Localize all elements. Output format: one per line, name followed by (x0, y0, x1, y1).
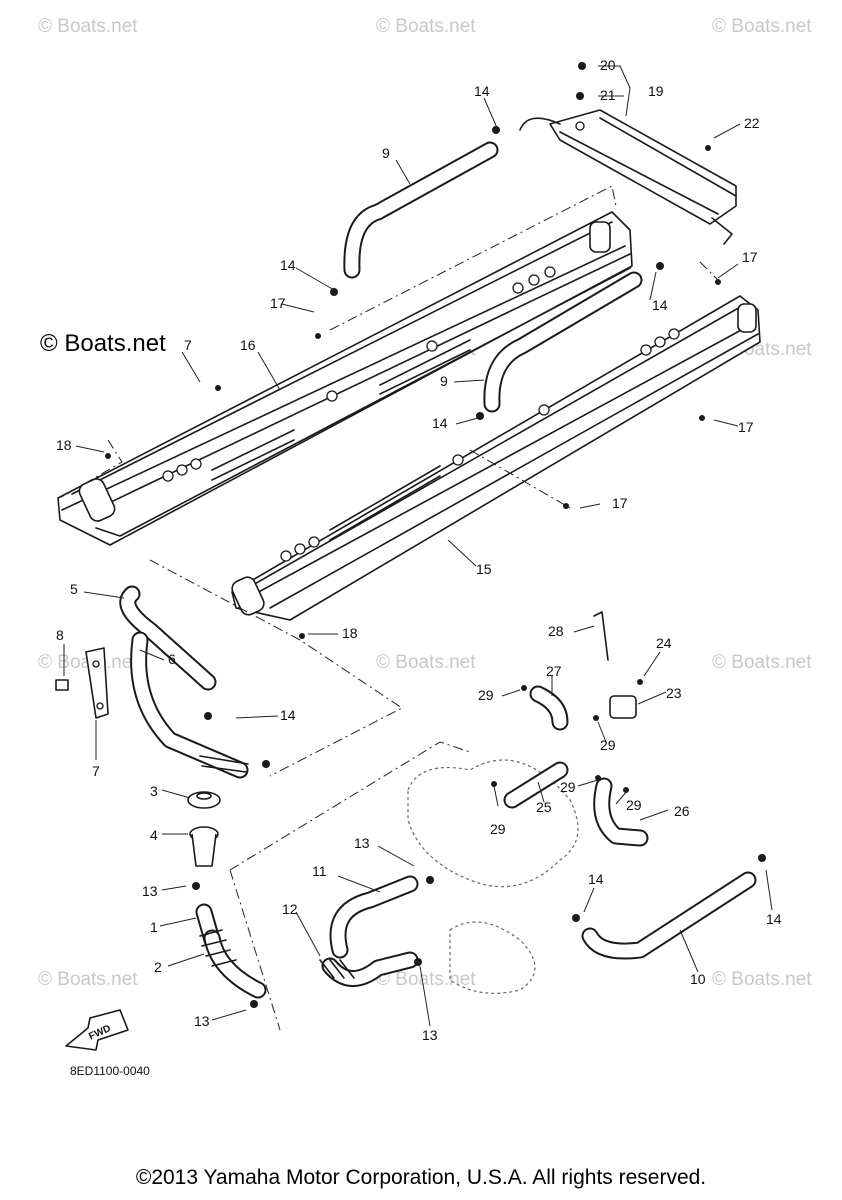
watermark: © Boats.net (712, 652, 812, 673)
engine-outline (407, 759, 579, 994)
callout-17: 17 (612, 495, 628, 511)
callout-14: 14 (652, 297, 668, 313)
callout-27: 27 (546, 663, 562, 679)
callout-23: 23 (666, 685, 682, 701)
hose-9-upper (343, 141, 499, 279)
callout-22: 22 (744, 115, 760, 131)
watermark: © Boats.net (38, 969, 138, 990)
hose-26 (593, 777, 649, 847)
callout-13: 13 (422, 1027, 438, 1043)
watermark-prominent: © Boats.net (40, 330, 166, 357)
callout-14: 14 (280, 707, 296, 723)
fastener-marks (105, 62, 766, 1008)
callout-9: 9 (440, 373, 448, 389)
callout-14: 14 (432, 415, 448, 431)
hose-27 (529, 685, 569, 731)
watermark: © Boats.net (712, 16, 812, 37)
hose-12 (319, 951, 419, 987)
callout-14: 14 (766, 911, 782, 927)
callout-13: 13 (142, 883, 158, 899)
callout-13: 13 (354, 835, 370, 851)
callout-15: 15 (476, 561, 492, 577)
callout-17: 17 (742, 249, 758, 265)
callout-25: 25 (536, 799, 552, 815)
fwd-arrow-icon: FWD (65, 1009, 129, 1051)
watermark: © Boats.net (38, 16, 138, 37)
callout-9: 9 (382, 145, 390, 161)
callout-2: 2 (154, 959, 162, 975)
callouts: 9 14 20 21 19 22 14 17 17 14 7 16 9 14 1… (56, 57, 782, 1043)
callout-11: 11 (312, 863, 327, 879)
heat-exchanger-15 (231, 295, 761, 621)
callout-20: 20 (600, 57, 616, 73)
hose-11 (329, 875, 419, 959)
callout-29: 29 (626, 797, 642, 813)
callout-29: 29 (600, 737, 616, 753)
bracket-7 (55, 647, 109, 719)
callout-8: 8 (56, 627, 64, 643)
callout-17: 17 (738, 419, 754, 435)
callout-14: 14 (474, 83, 490, 99)
callout-10: 10 (690, 971, 706, 987)
hose-6 (130, 631, 249, 779)
callout-12: 12 (282, 901, 298, 917)
callout-1: 1 (150, 919, 158, 935)
callout-29: 29 (490, 821, 506, 837)
assembly-lines (59, 185, 721, 1031)
hose-9-lower (483, 271, 643, 413)
callout-29: 29 (560, 779, 576, 795)
heat-exchanger-16 (57, 211, 633, 546)
callout-14: 14 (588, 871, 604, 887)
cooler-19 (519, 109, 737, 245)
callout-18: 18 (342, 625, 358, 641)
grommet-3 (187, 791, 221, 809)
callout-6: 6 (168, 651, 176, 667)
watermark: © Boats.net (376, 16, 476, 37)
callout-19: 19 (648, 83, 664, 99)
callout-26: 26 (674, 803, 690, 819)
callout-3: 3 (150, 783, 158, 799)
callout-24: 24 (656, 635, 672, 651)
callout-17: 17 (270, 295, 286, 311)
hose-5 (119, 585, 217, 691)
copyright-notice: ©2013 Yamaha Motor Corporation, U.S.A. A… (135, 1166, 707, 1189)
callout-29: 29 (478, 687, 494, 703)
callout-28: 28 (548, 623, 564, 639)
hose-2 (199, 929, 267, 999)
hose-25 (503, 761, 569, 809)
drawing-code: 8ED1100-0040 (70, 1064, 150, 1078)
joint-23 (609, 695, 637, 719)
callout-7: 7 (92, 763, 100, 779)
callout-4: 4 (150, 827, 158, 843)
watermark: © Boats.net (712, 969, 812, 990)
hose-10 (581, 871, 757, 960)
callout-18: 18 (56, 437, 72, 453)
callout-14: 14 (280, 257, 296, 273)
callout-5: 5 (70, 581, 78, 597)
watermark: © Boats.net (376, 969, 476, 990)
watermark: © Boats.net (376, 652, 476, 673)
callout-7: 7 (184, 337, 192, 353)
callout-16: 16 (240, 337, 256, 353)
joint-4 (189, 826, 219, 867)
callout-13: 13 (194, 1013, 210, 1029)
callout-21: 21 (600, 87, 616, 103)
leader-lines (63, 65, 773, 1027)
strap-28 (593, 611, 609, 661)
